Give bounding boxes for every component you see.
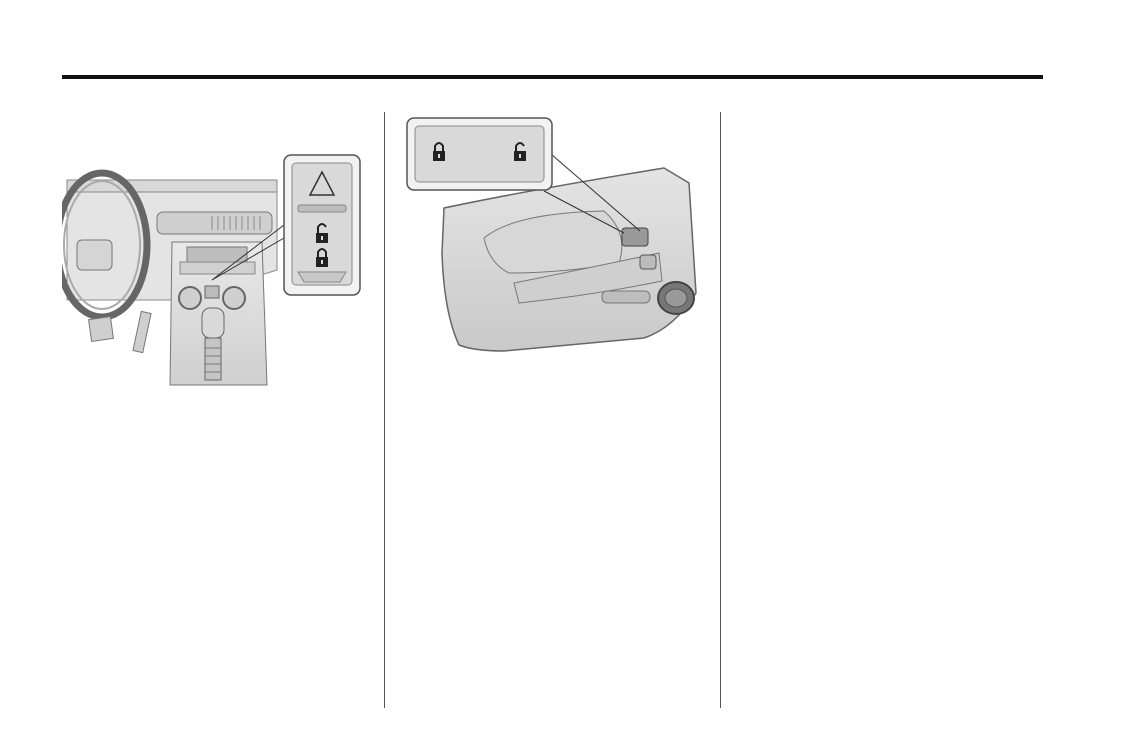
hazard-warning-icon xyxy=(308,170,336,196)
lock-icon xyxy=(433,142,445,161)
speaker-grille xyxy=(657,281,695,315)
unlock-icon xyxy=(514,142,526,161)
column-divider-left xyxy=(384,112,385,708)
dashboard-illustration xyxy=(62,150,367,395)
lock-icon xyxy=(316,248,328,267)
center-console xyxy=(169,241,268,386)
unlock-icon xyxy=(316,223,328,243)
header-rule xyxy=(62,75,1043,79)
steering-wheel xyxy=(62,169,151,321)
door-lock-switch-callout xyxy=(406,117,553,191)
lock-switch-callout xyxy=(283,154,361,296)
column-divider-right xyxy=(720,112,721,708)
air-vent xyxy=(156,211,273,235)
door-panel-illustration xyxy=(404,113,704,363)
